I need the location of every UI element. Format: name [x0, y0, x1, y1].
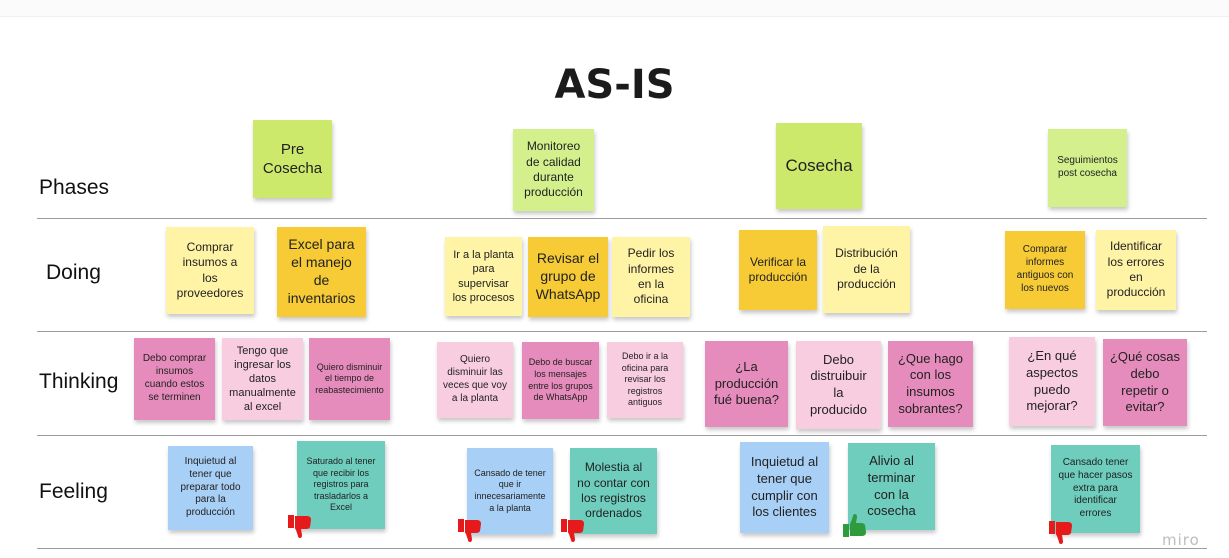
sticky-note-text: Alivio al terminar con la cosecha	[867, 453, 916, 519]
top-bar	[0, 0, 1229, 17]
board-title: AS-IS	[554, 62, 675, 108]
thumbs-down-icon	[1049, 521, 1072, 544]
sticky-note-text: ¿La producción fué buena?	[713, 359, 780, 408]
sticky-note-doing[interactable]: Identificar los errores en producción	[1096, 230, 1176, 310]
sticky-note-text: ¿Que hago con los insumos sobrantes?	[897, 350, 964, 416]
sticky-note-doing[interactable]: Comprar insumos a los proveedores	[166, 227, 254, 314]
row-divider	[37, 548, 1207, 549]
sticky-note-text: ¿Qué cosas debo repetir o evitar?	[1109, 349, 1181, 415]
sticky-note-thinking[interactable]: Tengo que ingresar los datos manualmente…	[222, 338, 303, 420]
sticky-note-feeling[interactable]: Molestia al no contar con los registros …	[570, 448, 657, 534]
sticky-note-doing[interactable]: Verificar la producción	[739, 230, 817, 310]
sticky-note-phase-pre-cosecha[interactable]: Pre Cosecha	[253, 120, 332, 198]
miro-watermark: miro	[1162, 531, 1200, 549]
thumbs-up-icon	[843, 514, 866, 537]
sticky-note-text: Molestia al no contar con los registros …	[577, 460, 650, 521]
sticky-note-doing[interactable]: Excel para el manejo de inventarios	[277, 227, 366, 317]
sticky-note-text: Excel para el manejo de inventarios	[287, 236, 356, 306]
row-label-phases: Phases	[39, 176, 110, 199]
sticky-note-doing[interactable]: Revisar el grupo de WhatsApp	[528, 237, 608, 317]
sticky-note-doing[interactable]: Comparar informes antiguos con los nuevo…	[1005, 231, 1085, 309]
sticky-note-thinking[interactable]: Debo de buscar los mensajes entre los gr…	[522, 342, 599, 419]
sticky-note-doing[interactable]: Ir a la planta para supervisar los proce…	[445, 237, 522, 316]
sticky-note-feeling[interactable]: Cansado de tener que ir innecesariamente…	[467, 448, 553, 534]
row-label-feeling: Feeling	[39, 480, 108, 503]
row-divider	[37, 218, 1207, 219]
sticky-note-thinking[interactable]: Debo distruibuir la producido	[796, 341, 881, 429]
sticky-note-text: Tengo que ingresar los datos manualmente…	[229, 344, 296, 414]
sticky-note-phase-cosecha[interactable]: Cosecha	[776, 123, 862, 209]
sticky-note-phase-seguimientos[interactable]: Seguimientos post cosecha	[1048, 129, 1127, 207]
thumbs-down-icon	[288, 515, 311, 538]
sticky-note-text: Cosecha	[785, 156, 853, 176]
row-divider	[37, 435, 1207, 436]
sticky-note-thinking[interactable]: Quiero disminuir el tiempo de reabasteci…	[309, 338, 390, 420]
sticky-note-text: Quiero disminuir las veces que voy a la …	[443, 354, 507, 404]
row-divider	[37, 331, 1207, 332]
sticky-note-text: Monitoreo de calidad durante producción	[524, 139, 583, 200]
sticky-note-thinking[interactable]: ¿La producción fué buena?	[705, 341, 788, 427]
sticky-note-text: Seguimientos post cosecha	[1057, 155, 1118, 179]
sticky-note-feeling[interactable]: Inquietud al tener que cumplir con los c…	[740, 442, 829, 533]
sticky-note-doing[interactable]: Distribución de la producción	[823, 226, 910, 313]
sticky-note-text: Comparar informes antiguos con los nuevo…	[1016, 244, 1074, 294]
sticky-note-text: Distribución de la producción	[835, 246, 898, 292]
sticky-note-thinking[interactable]: Quiero disminuir las veces que voy a la …	[437, 342, 513, 418]
sticky-note-text: Inquietud al tener que preparar todo par…	[180, 456, 241, 519]
sticky-note-text: Identificar los errores en producción	[1106, 239, 1166, 300]
sticky-note-thinking[interactable]: ¿Que hago con los insumos sobrantes?	[888, 341, 973, 427]
sticky-note-text: Verificar la producción	[748, 254, 808, 284]
sticky-note-feeling[interactable]: Saturado al tener que recibir los regist…	[297, 441, 385, 529]
sticky-note-feeling[interactable]: Cansado tener que hacer pasos extra para…	[1051, 445, 1140, 533]
sticky-note-feeling[interactable]: Inquietud al tener que preparar todo par…	[168, 446, 253, 530]
sticky-note-doing[interactable]: Pedir los informes en la oficina	[612, 237, 690, 317]
sticky-note-text: Debo comprar insumos cuando estos se ter…	[142, 353, 207, 403]
sticky-note-text: Inquietud al tener que cumplir con los c…	[750, 454, 819, 520]
sticky-note-feeling[interactable]: Alivio al terminar con la cosecha	[848, 443, 935, 530]
sticky-note-text: Quiero disminuir el tiempo de reabasteci…	[315, 361, 384, 395]
sticky-note-text: Saturado al tener que recibir los regist…	[306, 456, 376, 513]
sticky-note-text: Cansado tener que hacer pasos extra para…	[1058, 457, 1133, 520]
sticky-note-text: Debo ir a la oficina para revisar los re…	[621, 351, 669, 408]
row-label-thinking: Thinking	[39, 370, 119, 393]
sticky-note-text: Pre Cosecha	[262, 140, 323, 177]
sticky-note-text: Cansado de tener que ir innecesariamente…	[474, 467, 546, 513]
sticky-note-text: Pedir los informes en la oficina	[627, 246, 675, 307]
sticky-note-text: ¿En qué aspectos puedo mejorar?	[1025, 348, 1079, 414]
sticky-note-text: Comprar insumos a los proveedores	[176, 239, 244, 300]
row-label-doing: Doing	[46, 261, 101, 284]
sticky-note-text: Revisar el grupo de WhatsApp	[535, 250, 601, 302]
sticky-note-thinking[interactable]: ¿En qué aspectos puedo mejorar?	[1009, 337, 1095, 426]
sticky-note-thinking[interactable]: ¿Qué cosas debo repetir o evitar?	[1103, 339, 1187, 426]
thumbs-down-icon	[561, 519, 584, 542]
sticky-note-phase-monitoreo[interactable]: Monitoreo de calidad durante producción	[513, 129, 594, 211]
sticky-note-text: Debo de buscar los mensajes entre los gr…	[528, 357, 593, 403]
sticky-note-text: Debo distruibuir la producido	[809, 351, 868, 417]
thumbs-down-icon	[458, 519, 481, 542]
sticky-note-thinking[interactable]: Debo ir a la oficina para revisar los re…	[607, 342, 683, 418]
sticky-note-text: Ir a la planta para supervisar los proce…	[452, 249, 515, 304]
sticky-note-thinking[interactable]: Debo comprar insumos cuando estos se ter…	[134, 338, 215, 420]
